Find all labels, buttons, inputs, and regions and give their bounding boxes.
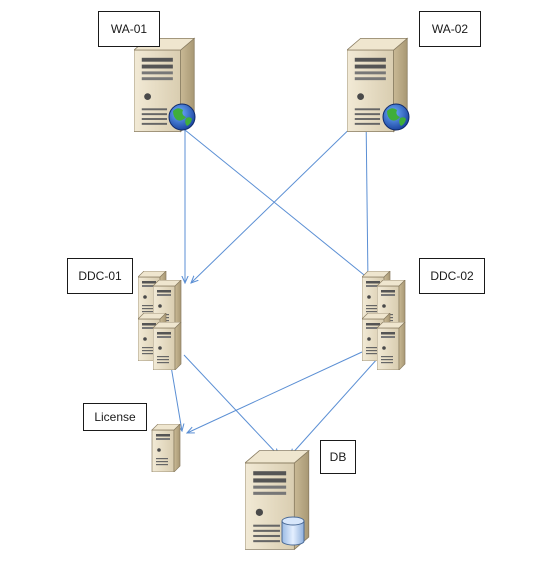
connector-ddc02-db (290, 357, 379, 456)
ddc02-label: DDC-02 (419, 258, 485, 294)
ddc01-server-cluster-icon (138, 271, 182, 370)
connector-wa01-ddc02 (184, 129, 374, 283)
wa02-label: WA-02 (419, 11, 481, 47)
connectors (170, 112, 379, 456)
wa01-label: WA-01 (98, 11, 160, 47)
connector-wa02-ddc02 (366, 112, 368, 283)
database-icon (281, 516, 305, 546)
ddc02-server-cluster-icon (362, 271, 406, 370)
ddc01-label: DDC-01 (67, 258, 133, 294)
db-label: DB (320, 440, 356, 474)
globe-icon (382, 103, 410, 131)
connector-ddc01-license (170, 365, 182, 431)
connector-ddc02-license (187, 351, 363, 433)
connector-ddc01-db (183, 354, 279, 456)
db-server-icon (245, 450, 310, 550)
license-label: License (83, 403, 147, 431)
connector-wa02-ddc01 (191, 112, 367, 283)
globe-icon (168, 103, 196, 131)
wa02-server-icon (347, 37, 410, 133)
wa01-server-icon (134, 37, 196, 133)
license-server-icon (151, 424, 181, 472)
